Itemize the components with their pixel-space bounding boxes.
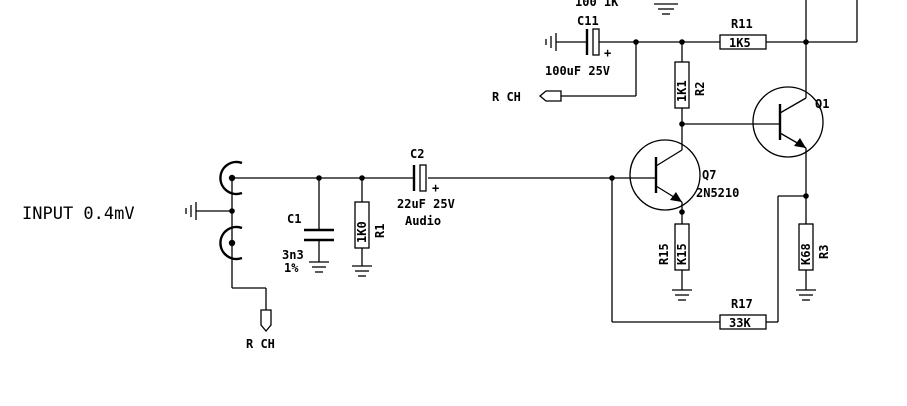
r15-resistor (674, 209, 690, 290)
q7-transistor (612, 139, 701, 212)
input-rch-connector (260, 309, 272, 333)
ground-symbol-c1 (309, 261, 329, 273)
ground-symbol-top (654, 3, 678, 15)
c11-rch-wire (561, 39, 639, 97)
r1-ref: R1 (373, 224, 387, 238)
c2-polarity: + (432, 181, 439, 195)
r17-resistor (719, 314, 767, 330)
c11-polarity: + (604, 46, 611, 60)
c2-ref: C2 (410, 147, 424, 161)
r15-value: K15 (675, 243, 689, 265)
c11-value: 100uF 25V (545, 64, 610, 78)
c2-value: 22uF 25V (397, 197, 455, 211)
ground-symbol-r3 (796, 289, 816, 301)
ground-symbol-c11 (545, 33, 557, 51)
c1-capacitor (304, 175, 334, 262)
r17-value: 33K (729, 316, 751, 330)
q1-transistor (752, 42, 824, 224)
r1-resistor (354, 175, 370, 266)
c11-rch-label: R CH (492, 90, 521, 104)
r11-resistor (719, 0, 858, 50)
r17-feedback-wire (611, 178, 806, 323)
input-jack-bottom (219, 225, 243, 261)
c2-note: Audio (405, 214, 441, 228)
c1-tolerance: 1% (284, 261, 299, 275)
r11-ref: R11 (731, 17, 753, 31)
c11-capacitor (556, 28, 720, 56)
input-rch-label: R CH (246, 337, 275, 351)
r11-value: 1K5 (729, 36, 751, 50)
ground-symbol-r1 (352, 265, 372, 277)
r3-value: K68 (799, 243, 813, 265)
q7-ref: Q7 (702, 168, 716, 182)
r17-ref: R17 (731, 297, 753, 311)
c2-capacitor (412, 164, 427, 192)
r1-value: 1K0 (355, 221, 369, 243)
q1-collector-node (803, 39, 809, 45)
q1-ref: Q1 (815, 97, 829, 111)
c11-rch-connector (538, 90, 562, 102)
input-label: INPUT 0.4mV (22, 204, 135, 224)
r2-resistor (674, 39, 753, 142)
input-rch-wire (231, 243, 267, 310)
ground-symbol-r15 (672, 289, 692, 301)
r3-ref: R3 (817, 245, 831, 259)
r2-ref: R2 (693, 82, 707, 96)
input-ground-wiring (196, 178, 235, 243)
c1-ref: C1 (287, 212, 301, 226)
r2-value: 1K1 (675, 80, 689, 102)
q7-part: 2N5210 (696, 186, 739, 200)
c1-value: 3n3 (282, 248, 304, 262)
r15-ref: R15 (657, 243, 671, 265)
ground-symbol-input (185, 202, 197, 220)
top-cut-label: 100 1K (575, 0, 619, 9)
c11-ref: C11 (577, 14, 599, 28)
